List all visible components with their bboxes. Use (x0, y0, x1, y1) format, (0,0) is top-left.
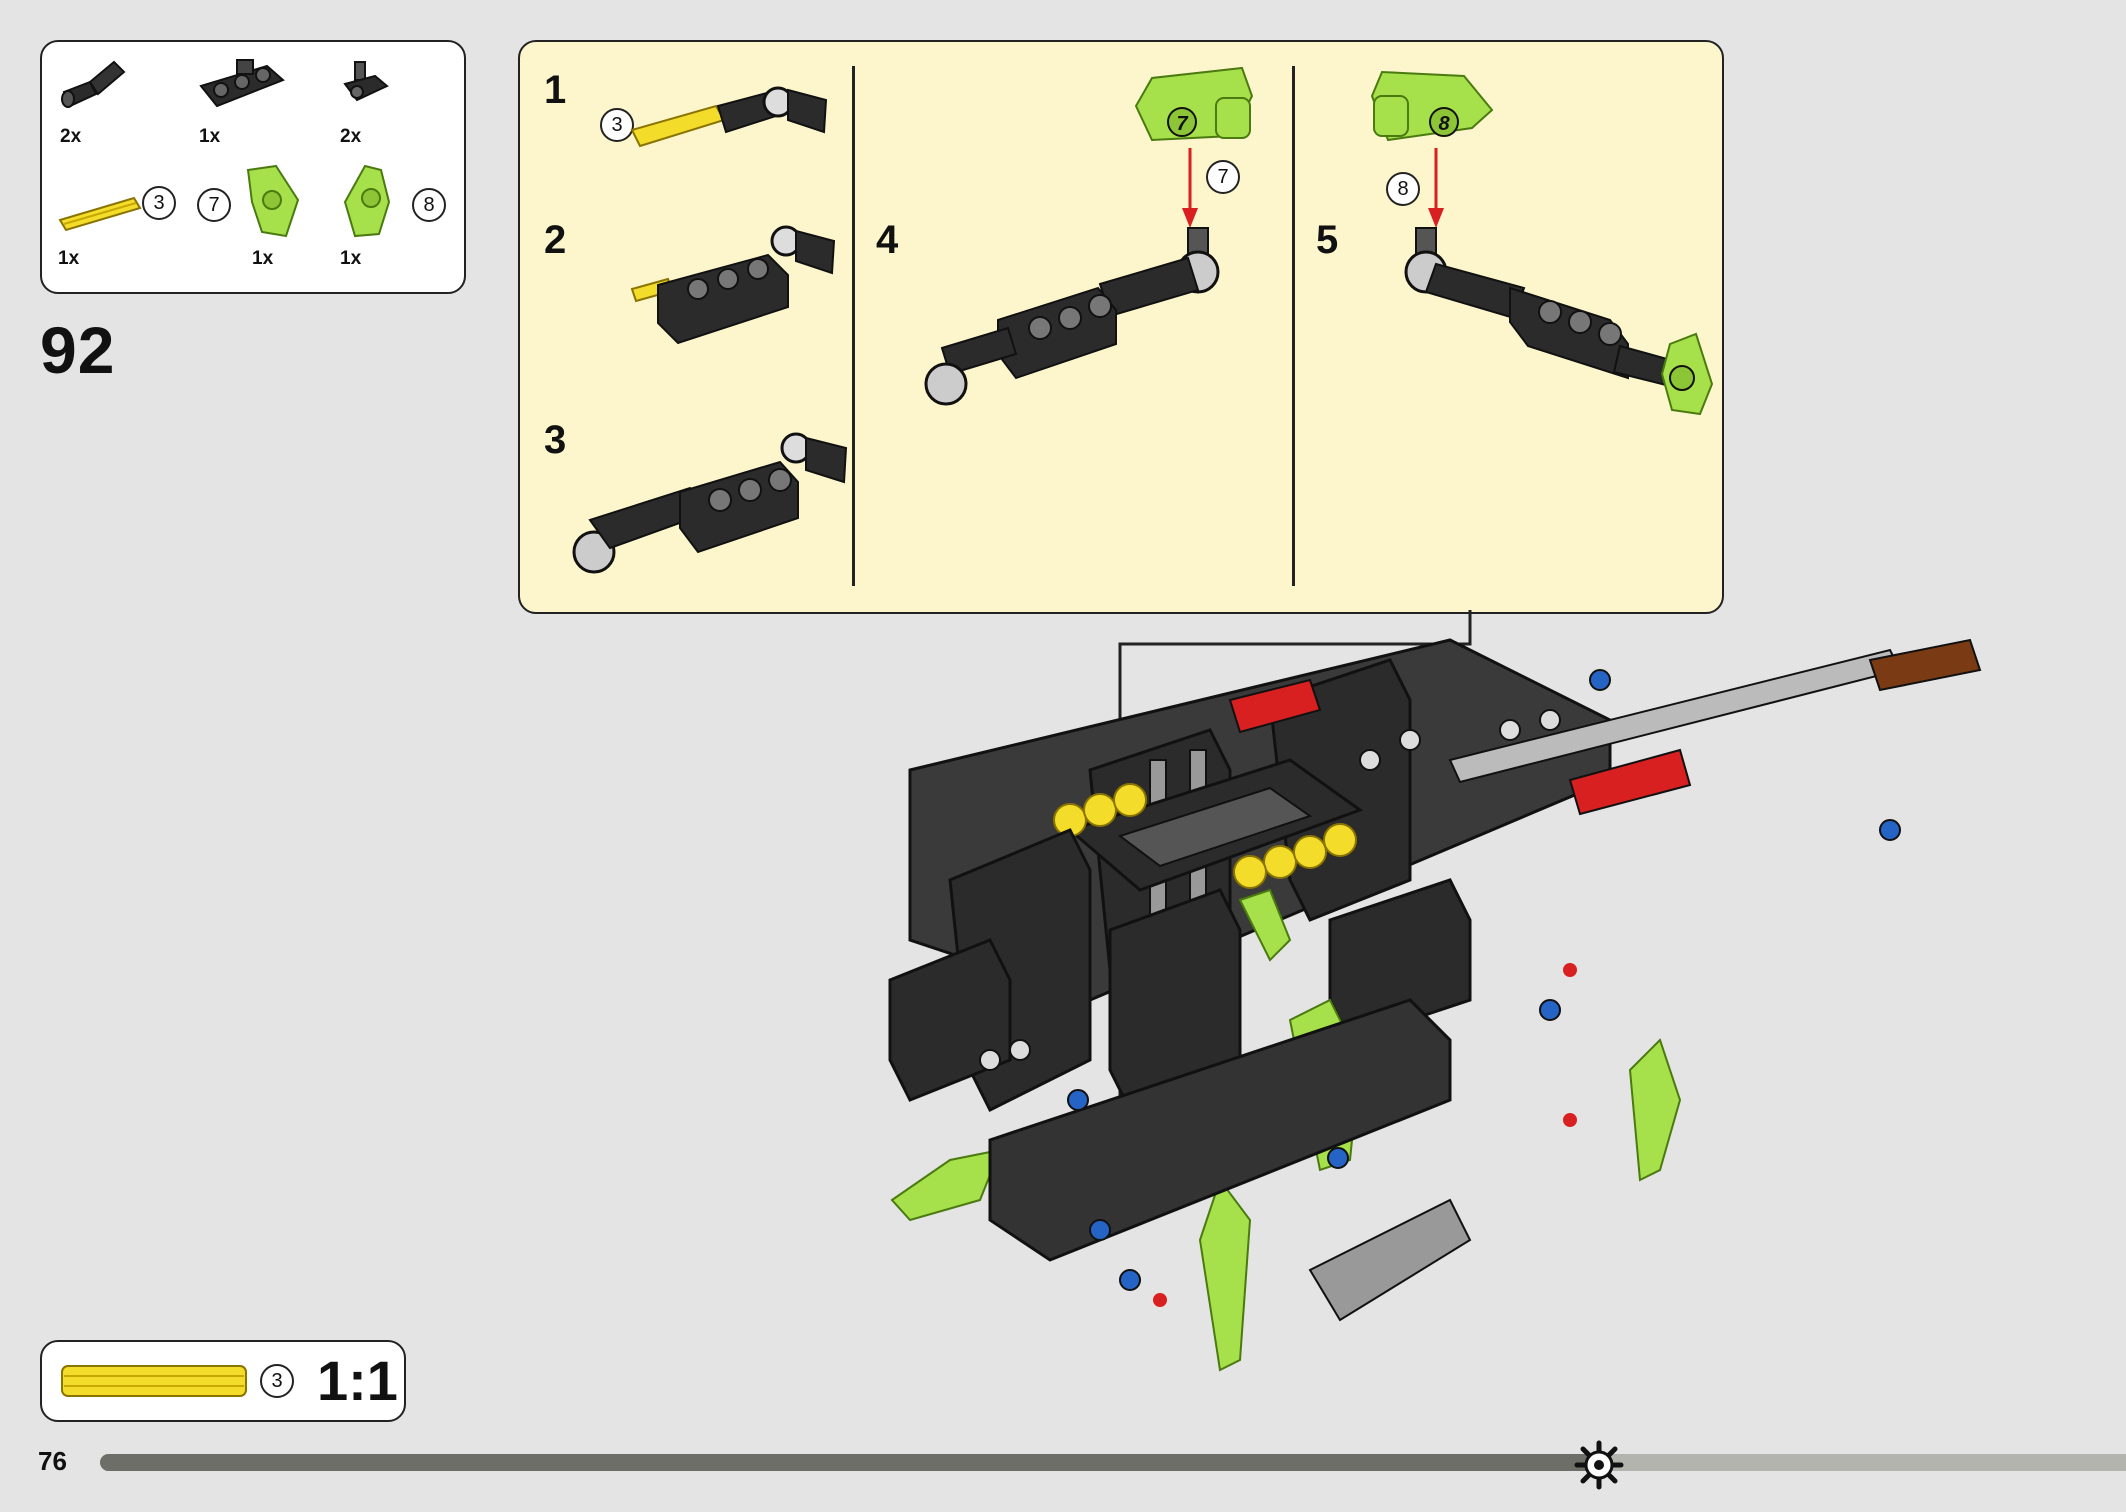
sub-step-2-illustration (630, 225, 836, 345)
page-number: 76 (38, 1446, 67, 1476)
divider (852, 66, 855, 586)
sub-step-3-illustration (572, 432, 848, 574)
sub-step-number: 3 (544, 418, 567, 462)
step-number: 92 (40, 313, 116, 387)
sub-step-1-illustration (630, 86, 828, 148)
sub-steps-panel: 1 3 2 3 4 7 7 (518, 40, 1724, 614)
axle-pin-part (343, 61, 389, 102)
lime-panel-left-part (246, 164, 300, 238)
sub-step-callout: 8 (1386, 172, 1420, 206)
progress-fill (100, 1454, 1600, 1471)
part-number-label: 8 (1438, 113, 1450, 135)
lime-panel-7: 7 (1134, 66, 1254, 142)
lime-panel-right-part (343, 164, 391, 238)
parts-list: 2x 1x 2x 3 1x 7 1x 8 1x (40, 40, 466, 294)
angle-connector-part (61, 60, 126, 108)
sub-step-5-illustration (1404, 227, 1714, 416)
scale-callout: 3 (260, 1364, 294, 1398)
parts-callout: 3 (142, 186, 176, 220)
sub-step-number: 2 (544, 218, 567, 262)
sub-step-callout: 7 (1206, 160, 1240, 194)
sub-step-number: 1 (544, 68, 567, 112)
parts-qty: 1x (340, 248, 362, 269)
parts-qty: 2x (340, 126, 362, 147)
progress-bar (100, 1454, 2126, 1471)
parts-callout: 7 (197, 188, 231, 222)
parts-qty: 1x (199, 126, 221, 147)
part-number-label: 7 (1176, 113, 1188, 135)
parts-callout: 8 (412, 188, 446, 222)
progress-gear-icon (1574, 1440, 1624, 1490)
parts-qty: 1x (252, 248, 274, 269)
lime-panel-8: 8 (1370, 70, 1494, 142)
parts-qty: 1x (58, 248, 80, 269)
yellow-axle-part (58, 196, 142, 232)
yellow-axle-scale (61, 1365, 247, 1397)
scale-indicator: 3 1:1 (40, 1340, 406, 1422)
sub-step-callout: 3 (600, 108, 634, 142)
scale-label: 1:1 (317, 1349, 398, 1412)
sub-step-number: 4 (876, 218, 899, 262)
sub-step-4-illustration (924, 227, 1220, 406)
liftarm-part (199, 59, 285, 108)
sub-step-number: 5 (1316, 218, 1339, 262)
insert-arrow (1428, 148, 1444, 228)
parts-qty: 2x (60, 126, 82, 147)
main-model-illustration (888, 638, 1982, 1372)
divider (1292, 66, 1295, 586)
insert-arrow (1182, 148, 1198, 228)
